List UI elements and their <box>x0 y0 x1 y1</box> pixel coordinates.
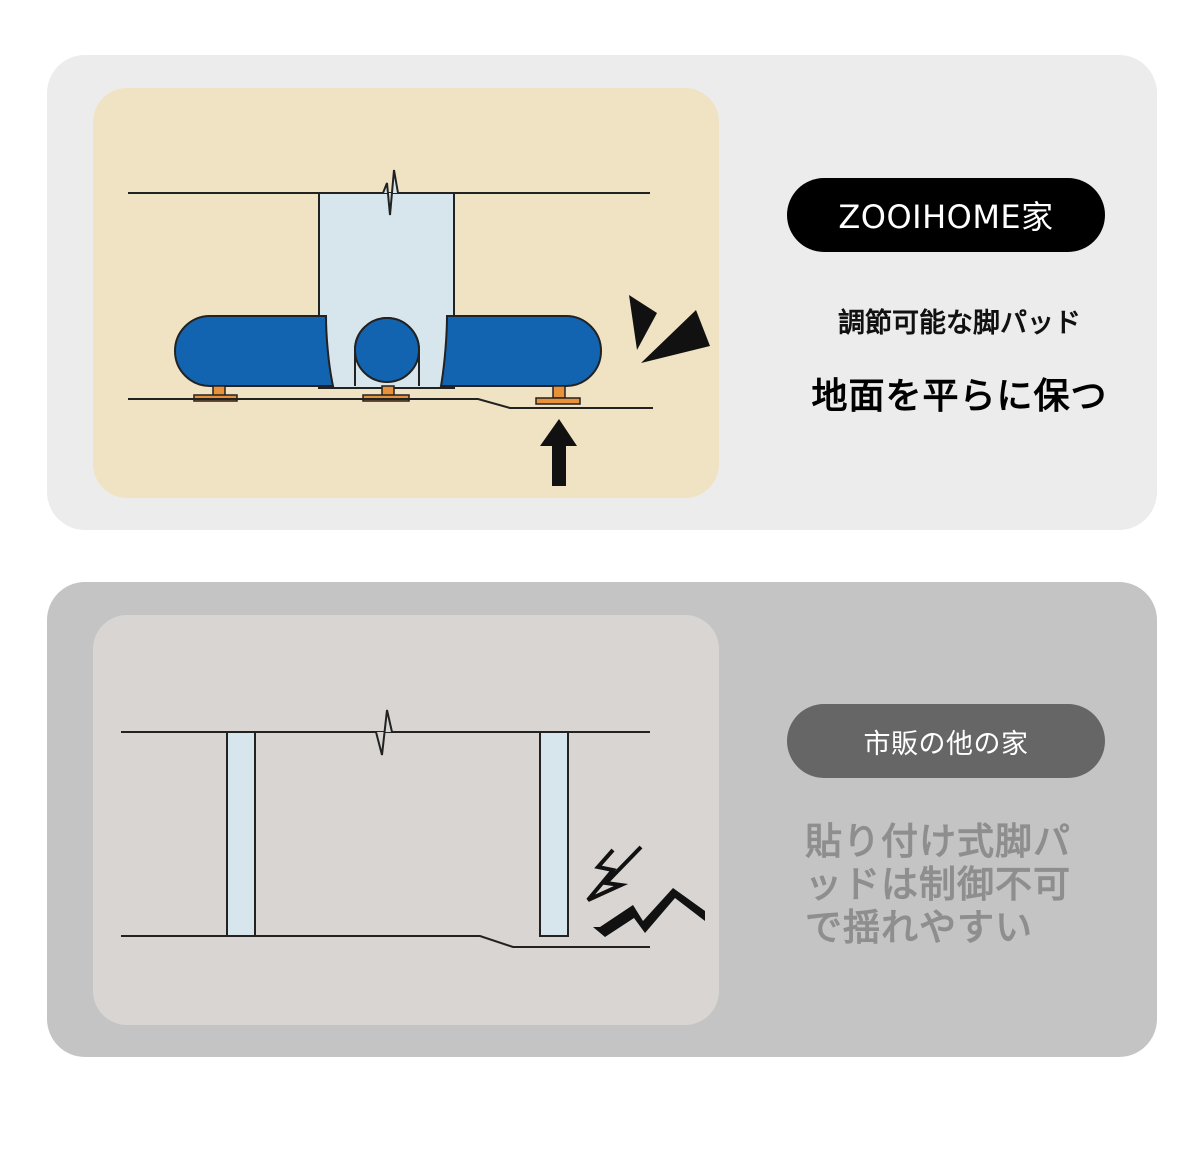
up-arrow-icon <box>540 419 577 486</box>
center-ball <box>354 317 420 383</box>
warning-line: で揺れやすい <box>805 906 1033 949</box>
shake-mark-icon <box>586 845 643 902</box>
adjustable-pad-diagram <box>128 169 710 486</box>
right-base-bar <box>439 315 602 387</box>
floor-line <box>121 935 650 948</box>
warning-line: 貼り付け式脚パ <box>805 820 1071 863</box>
other-brands-card: 市販の他の家 貼り付け式脚パ ッドは制御不可 で揺れやすい <box>47 582 1157 1057</box>
feature-subtitle: 調節可能な脚パッド <box>838 308 1081 339</box>
break-mark-icon <box>375 709 393 756</box>
stick-pad-illustration <box>93 615 719 1025</box>
attention-mark-icon <box>641 310 710 363</box>
feature-headline: 地面を平らに保つ <box>811 376 1108 417</box>
adjustable-pad-illustration <box>93 88 719 498</box>
left-leg <box>226 731 256 937</box>
shake-mark-icon <box>593 888 705 937</box>
floor-line <box>128 398 653 409</box>
competitor-badge: 市販の他の家 <box>787 704 1105 778</box>
left-base-bar <box>174 315 335 387</box>
stick-pad-diagram <box>121 709 705 948</box>
attention-mark-icon <box>629 295 657 350</box>
brand-badge: ZOOIHOME家 <box>787 178 1105 252</box>
right-leg <box>539 731 569 937</box>
zooihome-card: ZOOIHOME家 調節可能な脚パッド 地面を平らに保つ <box>47 55 1157 530</box>
warning-line: ッドは制御不可 <box>805 863 1071 906</box>
adjustable-pads <box>193 385 581 405</box>
competitor-warning: 貼り付け式脚パ ッドは制御不可 で揺れやすい <box>805 820 1095 949</box>
break-mark-icon <box>382 169 399 216</box>
